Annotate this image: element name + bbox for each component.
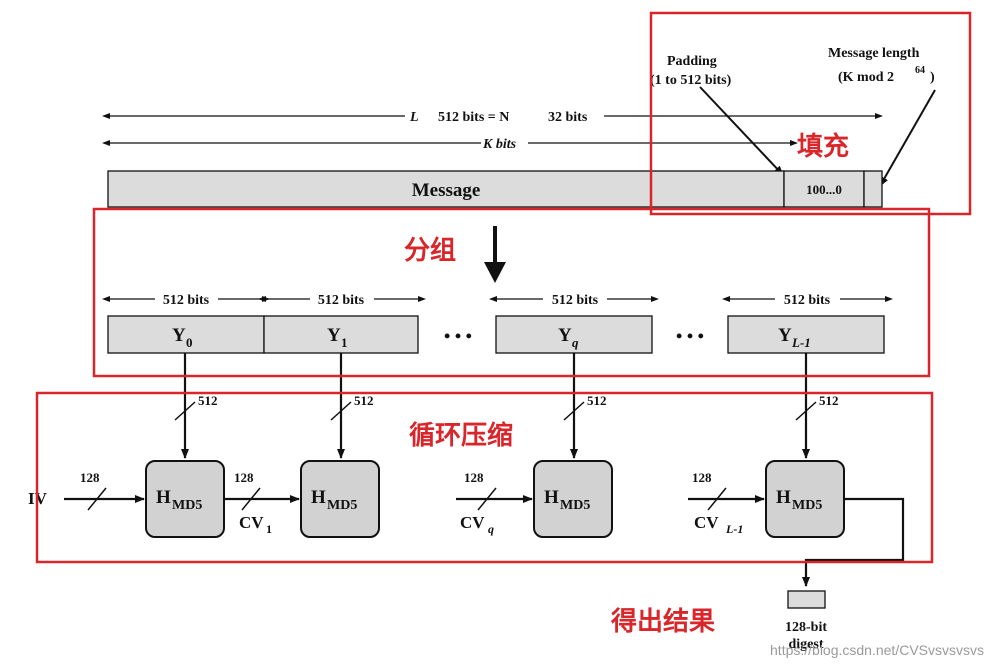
- fill-highlight-box: [649, 11, 972, 216]
- hash-box-1: H MD5: [145, 460, 225, 538]
- svg-text:H: H: [776, 487, 791, 508]
- svg-text:128: 128: [234, 470, 254, 485]
- svg-text:1: 1: [266, 522, 272, 536]
- svg-text:512: 512: [354, 393, 374, 408]
- svg-text:512: 512: [819, 393, 839, 408]
- block-y0: Y 0: [107, 315, 265, 354]
- cv1-label: CV: [239, 513, 264, 532]
- svg-text:H: H: [311, 487, 326, 508]
- message-label: Message: [412, 180, 481, 201]
- l-bits: 32 bits: [548, 110, 588, 125]
- ellipsis-1: • • •: [444, 326, 472, 346]
- cvl-label: CV: [694, 513, 719, 532]
- svg-text:1: 1: [341, 335, 348, 350]
- block-yl-1: Y L-1: [727, 315, 885, 354]
- svg-text:128: 128: [80, 470, 100, 485]
- result-annotation: 得出结果: [610, 607, 715, 637]
- group-highlight-box: [92, 207, 931, 378]
- hash-box-2: H MD5: [300, 460, 380, 538]
- svg-text:MD5: MD5: [327, 498, 357, 513]
- cvq-label: CV: [460, 513, 485, 532]
- l-label: L: [409, 110, 419, 125]
- length-pointer-arrow: [879, 89, 936, 187]
- digest-box: [787, 590, 826, 609]
- block-input-arrows: 512 512 512 512: [174, 353, 839, 459]
- padding-pointer-arrow: [699, 86, 784, 176]
- fill-annotation: 填充: [797, 131, 849, 162]
- svg-text:MD5: MD5: [560, 498, 590, 513]
- l-equation: 512 bits = N: [438, 110, 509, 125]
- digest-line2: digest: [789, 637, 824, 652]
- svg-text:512: 512: [198, 393, 218, 408]
- compress-highlight-box: [35, 391, 934, 564]
- block-yq: Y q: [495, 315, 653, 354]
- split-down-arrow: [484, 226, 506, 283]
- svg-text:): ): [930, 70, 935, 85]
- svg-text:L-1: L-1: [791, 335, 811, 350]
- svg-text:(K mod 2: (K mod 2: [838, 70, 894, 85]
- message-bar: Message 100...0: [107, 170, 883, 208]
- svg-text:512: 512: [587, 393, 607, 408]
- message-length-formula: (K mod 2 64 ): [838, 65, 935, 85]
- padding-value: 100...0: [806, 182, 842, 197]
- svg-text:Y: Y: [327, 325, 341, 346]
- svg-text:512 bits: 512 bits: [552, 293, 599, 308]
- hash-box-q: H MD5: [533, 460, 613, 538]
- padding-label: Padding: [667, 54, 717, 69]
- length-span-k: K bits: [102, 137, 798, 152]
- padding-range: (1 to 512 bits): [650, 73, 732, 88]
- svg-text:0: 0: [186, 335, 193, 350]
- output-path: 128-bit digest: [785, 497, 905, 652]
- k-bits-label: K bits: [482, 137, 517, 152]
- compress-annotation: 循环压缩: [409, 420, 513, 451]
- svg-text:512 bits: 512 bits: [318, 293, 365, 308]
- svg-text:q: q: [488, 522, 494, 536]
- svg-text:L-1: L-1: [725, 522, 743, 536]
- svg-text:H: H: [156, 487, 171, 508]
- digest-line1: 128-bit: [785, 620, 827, 635]
- svg-text:512 bits: 512 bits: [784, 293, 831, 308]
- group-annotation: 分组: [404, 235, 456, 266]
- svg-text:MD5: MD5: [792, 498, 822, 513]
- watermark: https://blog.csdn.net/CVSvsvsvsvs: [770, 642, 984, 658]
- block-y1: Y 1: [263, 315, 419, 354]
- svg-text:Y: Y: [558, 325, 572, 346]
- chain-arrows: IV 128 128 CV 1 128 CV q 128 CV L-1: [28, 470, 765, 536]
- length-span-l: L 512 bits = N 32 bits: [102, 110, 883, 125]
- message-length-label: Message length: [828, 46, 920, 61]
- svg-text:128: 128: [692, 470, 712, 485]
- svg-text:512 bits: 512 bits: [163, 293, 210, 308]
- svg-text:H: H: [544, 487, 559, 508]
- svg-text:Y: Y: [778, 325, 792, 346]
- block-size-spans: 512 bits 512 bits 512 bits 512 bits: [102, 293, 893, 308]
- svg-text:128: 128: [464, 470, 484, 485]
- svg-text:64: 64: [915, 65, 925, 76]
- svg-text:q: q: [572, 335, 579, 350]
- svg-text:Y: Y: [172, 325, 186, 346]
- svg-text:MD5: MD5: [172, 498, 202, 513]
- hash-box-l: H MD5: [765, 460, 845, 538]
- ellipsis-2: • • •: [676, 326, 704, 346]
